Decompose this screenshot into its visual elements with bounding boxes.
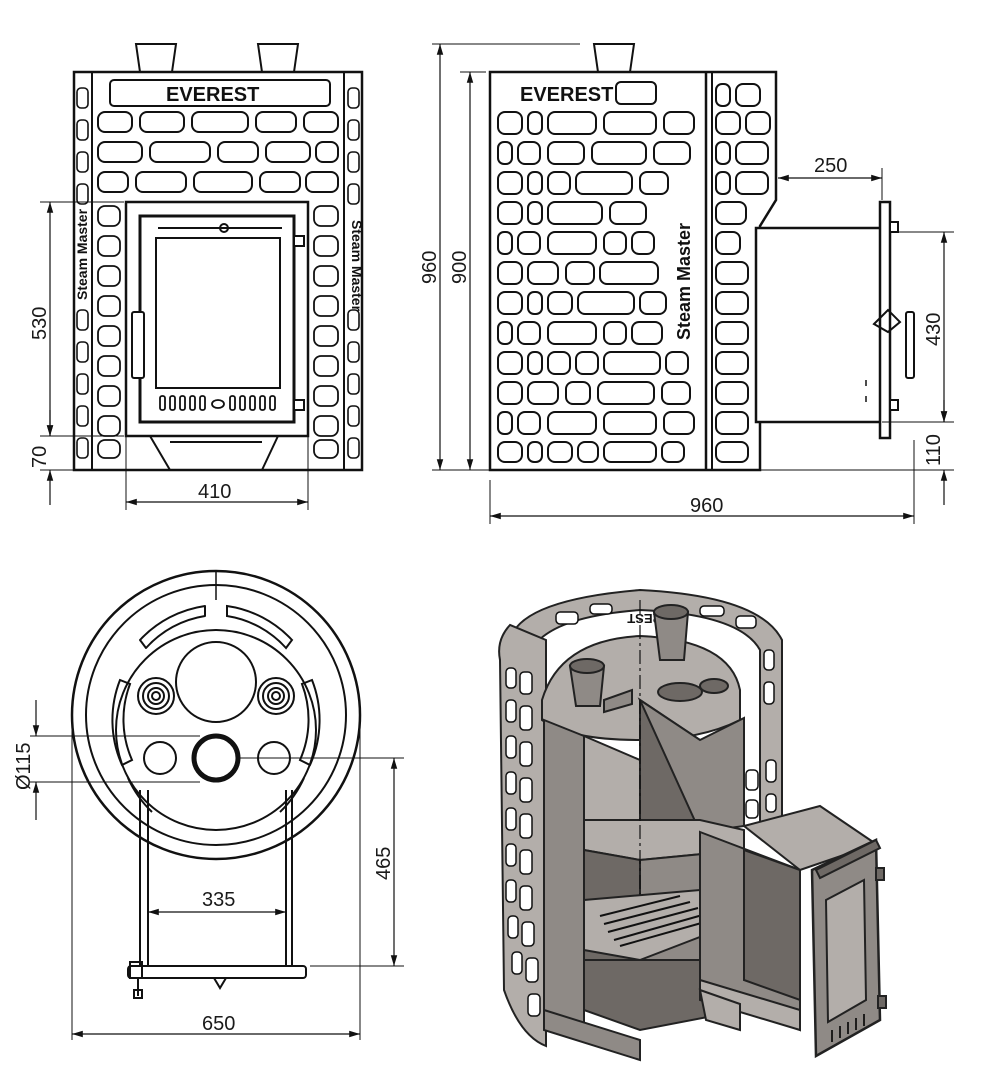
front-brand-text: EVEREST <box>166 84 259 106</box>
dim-side-110: 110 <box>923 434 945 466</box>
dim-side-430: 430 <box>923 313 945 346</box>
side-tunnel <box>754 226 884 424</box>
top-stone-hole <box>175 641 257 723</box>
side-view: EVEREST Steam Master <box>419 43 954 524</box>
iso-shell-perforations <box>505 603 777 1017</box>
top-chimney-left <box>137 677 175 715</box>
front-side-label-left: Steam Master <box>74 208 90 300</box>
side-tunnel-handle <box>905 311 915 379</box>
dim-top-650: 650 <box>202 1013 235 1035</box>
front-view: EVEREST Steam Master Steam Master <box>29 43 365 510</box>
iso-grate-bars <box>599 895 713 947</box>
chimney-left <box>134 43 178 73</box>
front-door-glass <box>155 237 281 389</box>
iso-view: EVEREST <box>498 588 887 1062</box>
side-vertical-label: Steam Master <box>674 223 694 340</box>
dim-top-flue: Ø115 <box>13 743 35 790</box>
dim-front-410: 410 <box>198 481 231 503</box>
front-side-label-right: Steam Master <box>349 220 365 312</box>
side-rear-cutouts <box>715 83 771 463</box>
iso-door-glass <box>824 878 868 1024</box>
dim-side-960-length: 960 <box>690 495 723 517</box>
dim-side-960-height: 960 <box>419 251 441 284</box>
top-tunnel-frame <box>127 790 307 999</box>
top-inner-disc <box>115 629 317 831</box>
dim-top-335: 335 <box>202 889 235 911</box>
dim-side-250: 250 <box>814 155 847 177</box>
front-cutouts <box>97 111 339 193</box>
dim-front-530: 530 <box>29 307 51 340</box>
side-brand-text: EVEREST <box>520 84 613 106</box>
chimney-right <box>256 43 300 73</box>
front-door-handle <box>131 311 145 379</box>
side-tunnel-flange <box>878 200 892 440</box>
iso-door-vents <box>831 1014 865 1042</box>
top-view: Ø115 465 335 650 <box>13 569 404 1040</box>
side-body <box>488 70 778 472</box>
top-chimney-right <box>257 677 295 715</box>
dim-front-70: 70 <box>29 446 51 468</box>
iso-firebox-wall <box>543 718 585 1042</box>
front-door-vents <box>159 395 276 411</box>
side-chimney <box>592 43 636 73</box>
dim-side-900: 900 <box>449 251 471 284</box>
side-cutouts <box>497 111 695 463</box>
front-left-right-cutouts <box>97 205 339 459</box>
front-side-cutouts <box>76 87 360 459</box>
dim-top-465: 465 <box>373 847 395 880</box>
